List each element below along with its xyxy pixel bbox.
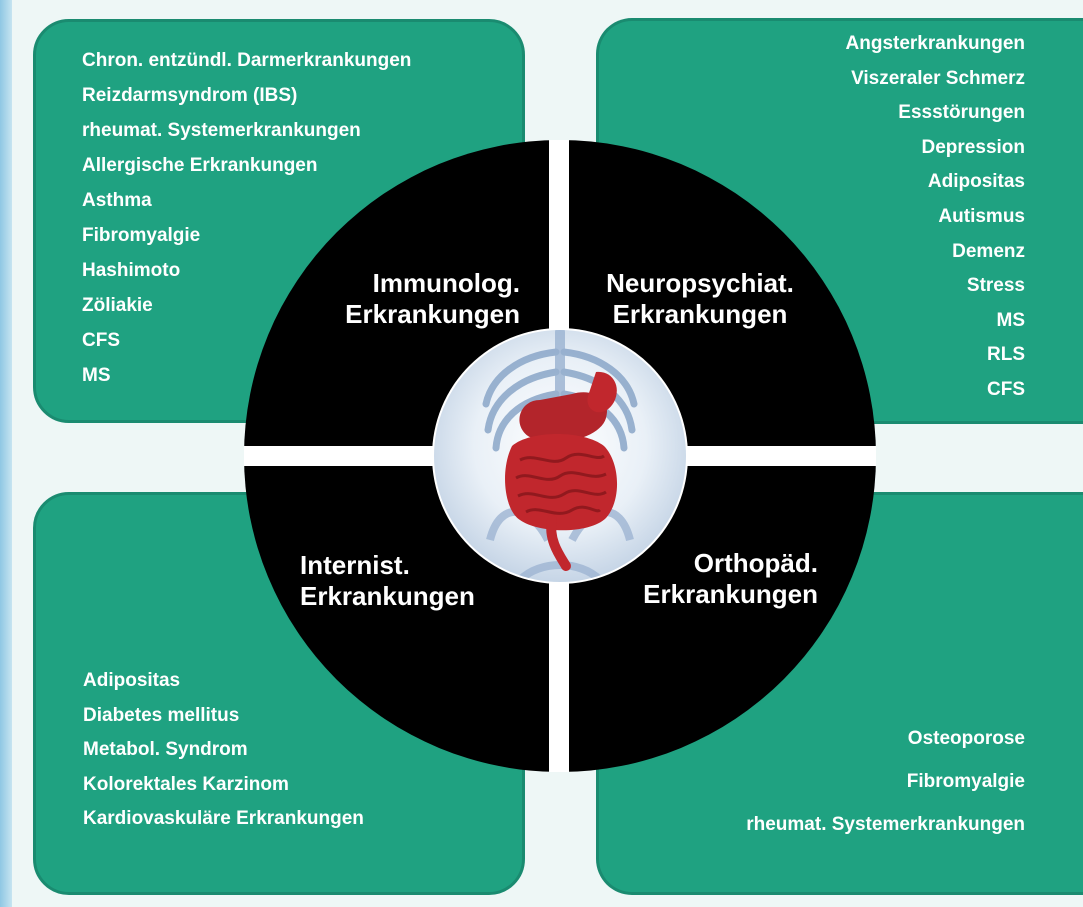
list-item: Fibromyalgie <box>906 771 1025 792</box>
list-item: Asthma <box>82 190 152 211</box>
quadrant-label-line: Erkrankungen <box>643 579 818 609</box>
list-item: Adipositas <box>83 670 181 691</box>
list-item: Autismus <box>938 205 1025 227</box>
list-item: Fibromyalgie <box>82 225 201 246</box>
list-neuropsychiat: Angsterkrankungen Viszeraler Schmerz Ess… <box>846 32 1025 413</box>
list-item: Metabol. Syndrom <box>83 739 248 761</box>
quadrant-label-line: Erkrankungen <box>345 299 520 329</box>
quadrant-label-internist: Internist. Erkrankungen <box>300 550 530 612</box>
list-item: Adipositas <box>927 171 1025 193</box>
quadrant-label-line: Erkrankungen <box>300 581 475 611</box>
list-item: Viszeraler Schmerz <box>851 67 1025 89</box>
list-orthopaed: Osteoporose Fibromyalgie rheumat. System… <box>746 727 1025 856</box>
list-item: Hashimoto <box>82 260 181 281</box>
torso-illustration <box>434 330 686 582</box>
list-item: Reizdarmsyndrom (IBS) <box>82 85 298 106</box>
list-item: MS <box>82 365 111 386</box>
list-item: Essstörungen <box>898 102 1025 124</box>
list-item: Allergische Erkrankungen <box>82 155 318 176</box>
list-item: CFS <box>987 378 1025 400</box>
list-immunolog: Chron. entzündl. Darmerkrankungen Reizda… <box>82 49 411 399</box>
quadrant-label-neuropsychiat: Neuropsychiat. Erkrankungen <box>582 268 818 330</box>
quadrant-label-line: Immunolog. <box>372 268 520 298</box>
list-item: rheumat. Systemerkrankungen <box>746 814 1025 835</box>
list-item: MS <box>996 309 1026 331</box>
list-item: Kardiovaskuläre Erkrankungen <box>83 808 364 830</box>
quadrant-label-line: Erkrankungen <box>612 299 788 329</box>
quadrant-label-orthopaed: Orthopäd. Erkrankungen <box>612 548 818 610</box>
list-item: Diabetes mellitus <box>83 704 240 726</box>
list-item: Kolorektales Karzinom <box>83 773 289 795</box>
list-item: Osteoporose <box>907 728 1025 749</box>
quadrant-label-line: Neuropsychiat. <box>606 268 794 298</box>
list-item: Angsterkrankungen <box>845 33 1025 54</box>
list-item: Stress <box>966 275 1025 297</box>
quadrant-label-immunolog: Immunolog. Erkrankungen <box>310 268 520 330</box>
list-item: Depression <box>921 136 1025 158</box>
list-item: Demenz <box>952 240 1025 262</box>
list-internist: Adipositas Diabetes mellitus Metabol. Sy… <box>83 669 364 842</box>
digestive-organs-icon <box>505 371 618 571</box>
quadrant-label-line: Orthopäd. <box>693 548 818 578</box>
list-item: Zöliakie <box>82 295 153 316</box>
list-item: RLS <box>987 344 1025 366</box>
list-item: Chron. entzündl. Darmerkrankungen <box>82 50 412 71</box>
list-item: rheumat. Systemerkrankungen <box>82 120 361 141</box>
quadrant-label-line: Internist. <box>300 550 410 580</box>
list-item: CFS <box>82 330 120 351</box>
